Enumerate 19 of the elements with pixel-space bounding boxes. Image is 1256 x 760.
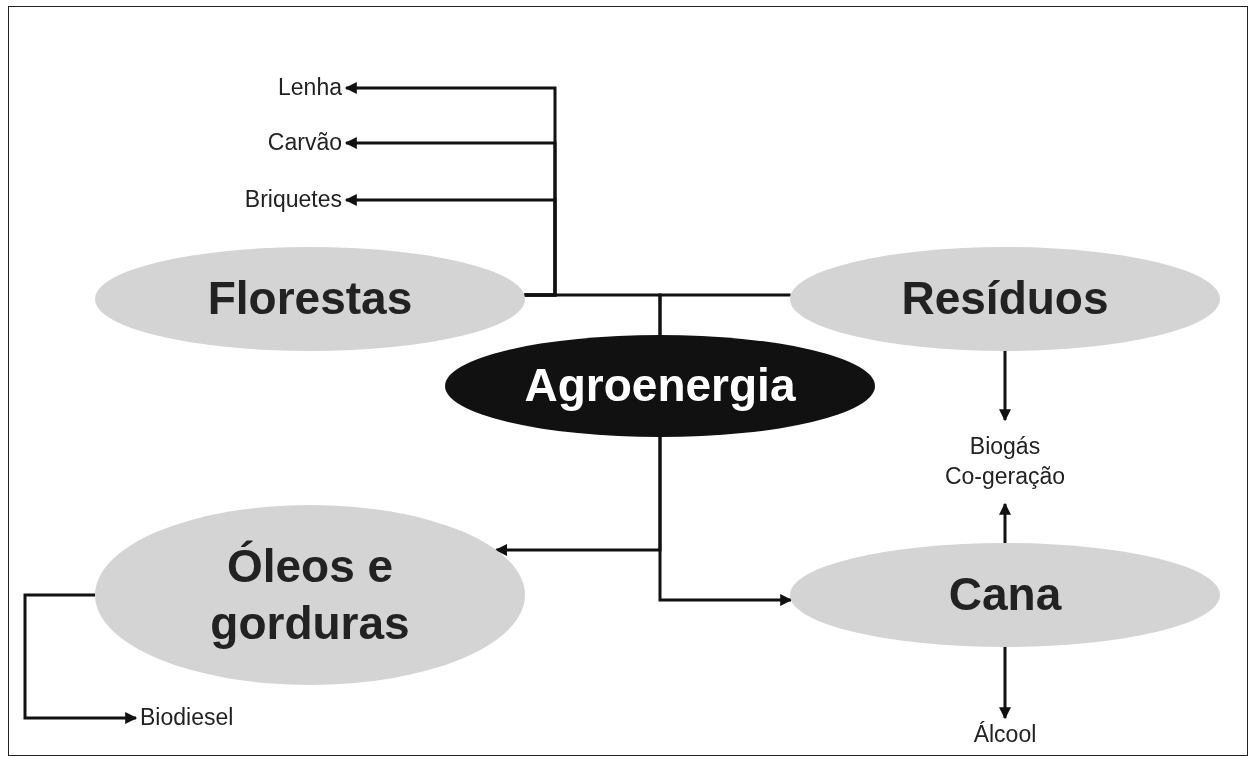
output-label: Co-geração [944,462,1066,491]
node-title: Cana [948,567,1062,623]
arrow [344,194,557,297]
connector-line [658,293,791,335]
output-label: Álcool [973,720,1037,750]
node-title: Óleos e gorduras [209,538,411,651]
output-label: Briquetes [244,185,342,215]
arrow [999,351,1011,422]
arrow [999,502,1011,543]
output-label: Biodiesel [140,703,234,733]
node-title: Agroenergia [524,358,796,414]
node-title: Resíduos [901,271,1109,327]
output-label: Carvão [267,128,342,158]
node-title: Florestas [207,271,413,327]
output-label: Lenha [278,73,342,103]
output-label: Biogás [969,432,1041,462]
arrow [658,437,793,606]
arrow [23,593,138,724]
arrow [999,647,1011,720]
